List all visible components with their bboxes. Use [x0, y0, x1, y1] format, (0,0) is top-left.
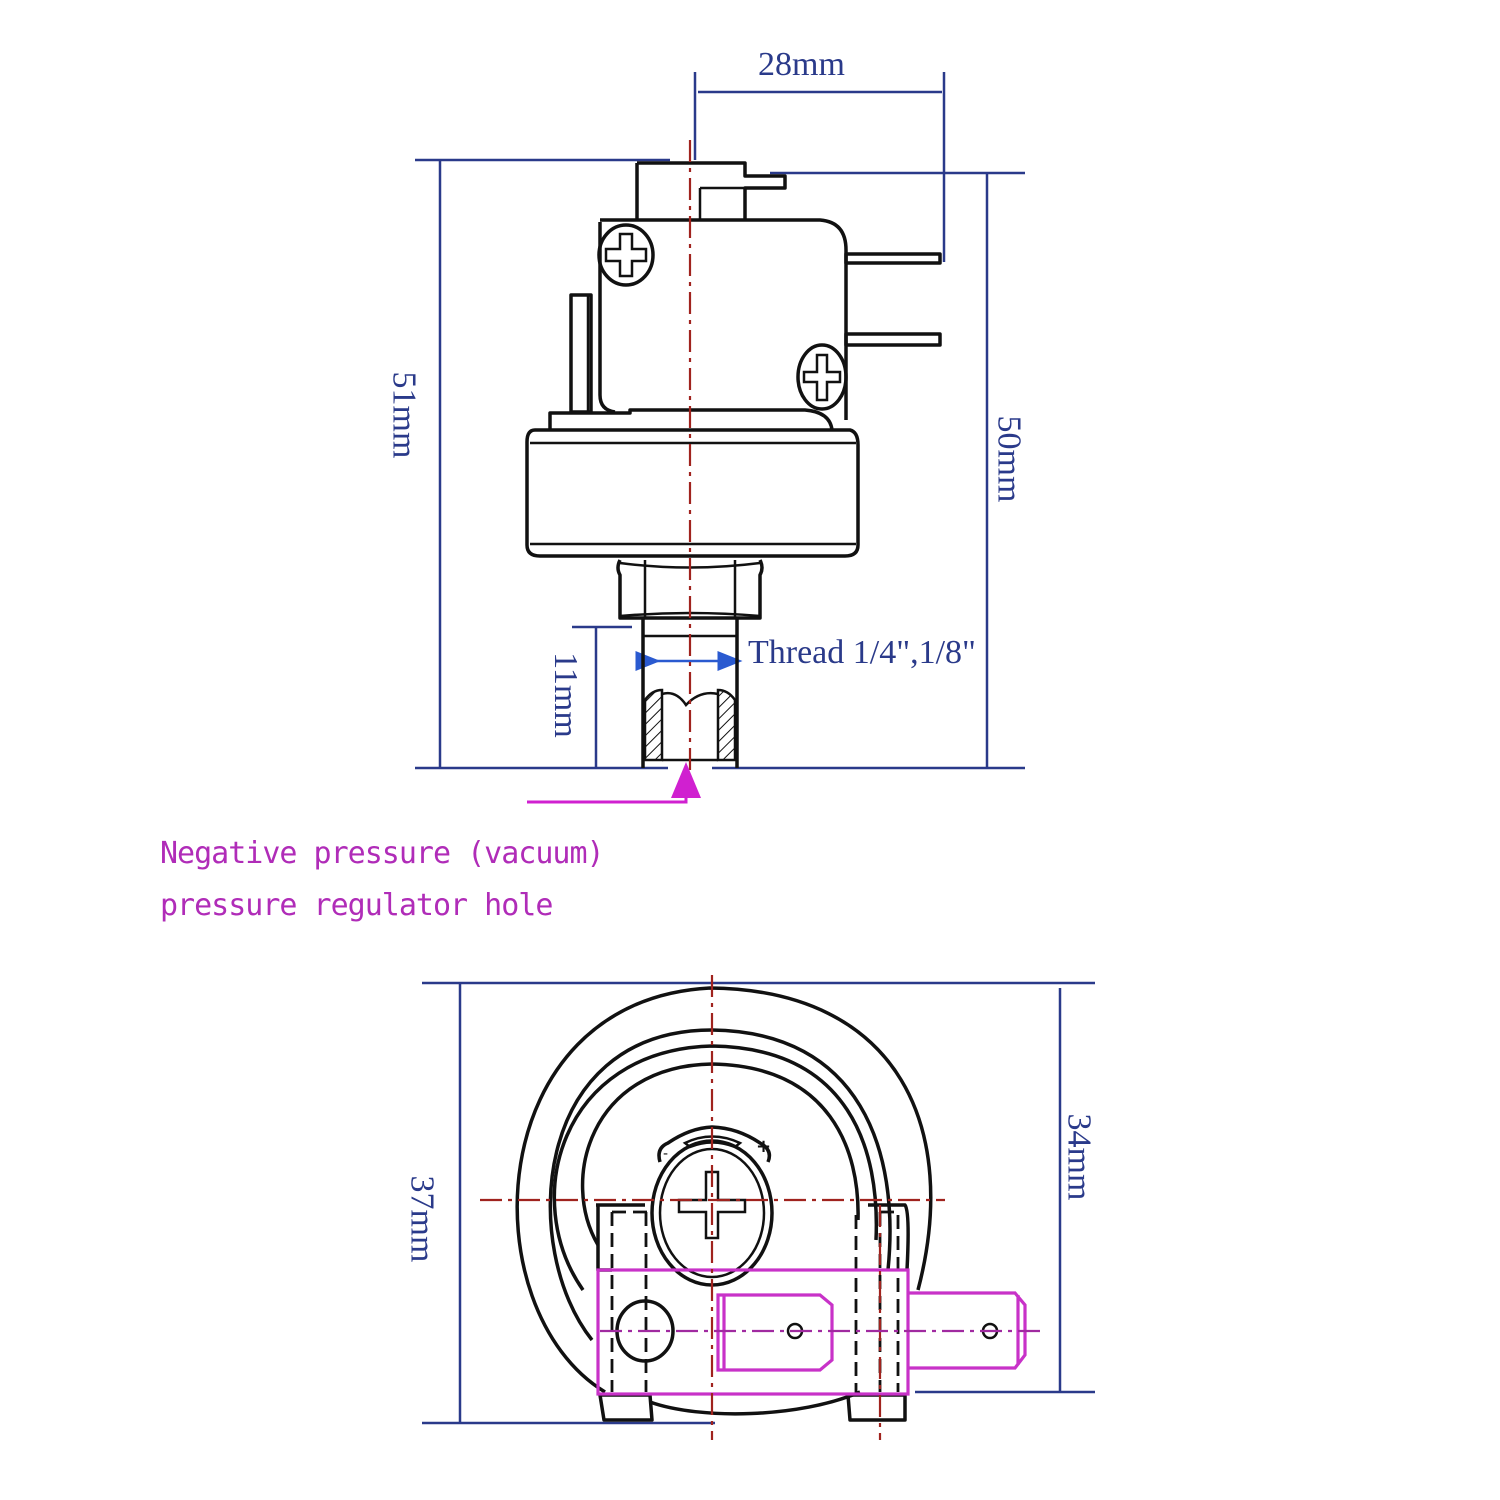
svg-text:-: - — [663, 1146, 668, 1162]
thread-label: Thread 1/4",1/8" — [748, 634, 976, 671]
vacuum-note-line1: Negative pressure (vacuum) — [160, 836, 605, 871]
bottom-view: - + — [422, 975, 1095, 1440]
vacuum-note-line2: pressure regulator hole — [160, 888, 553, 923]
dim-label-34mm: 34mm — [1060, 1113, 1098, 1201]
svg-text:+: + — [756, 1136, 771, 1157]
dimension-lines — [415, 72, 1025, 770]
dim-label-50mm: 50mm — [990, 415, 1028, 503]
side-view — [415, 72, 1025, 804]
switch-body-outline — [525, 161, 942, 768]
vacuum-hole-arrow — [527, 762, 701, 804]
switch-footprint — [596, 1203, 910, 1422]
dimension-lines-bottom — [422, 981, 1095, 1425]
dim-label-11mm: 11mm — [546, 652, 584, 738]
dim-label-37mm: 37mm — [403, 1175, 441, 1263]
dim-label-28mm: 28mm — [758, 46, 845, 83]
dim-label-51mm: 51mm — [385, 371, 423, 459]
